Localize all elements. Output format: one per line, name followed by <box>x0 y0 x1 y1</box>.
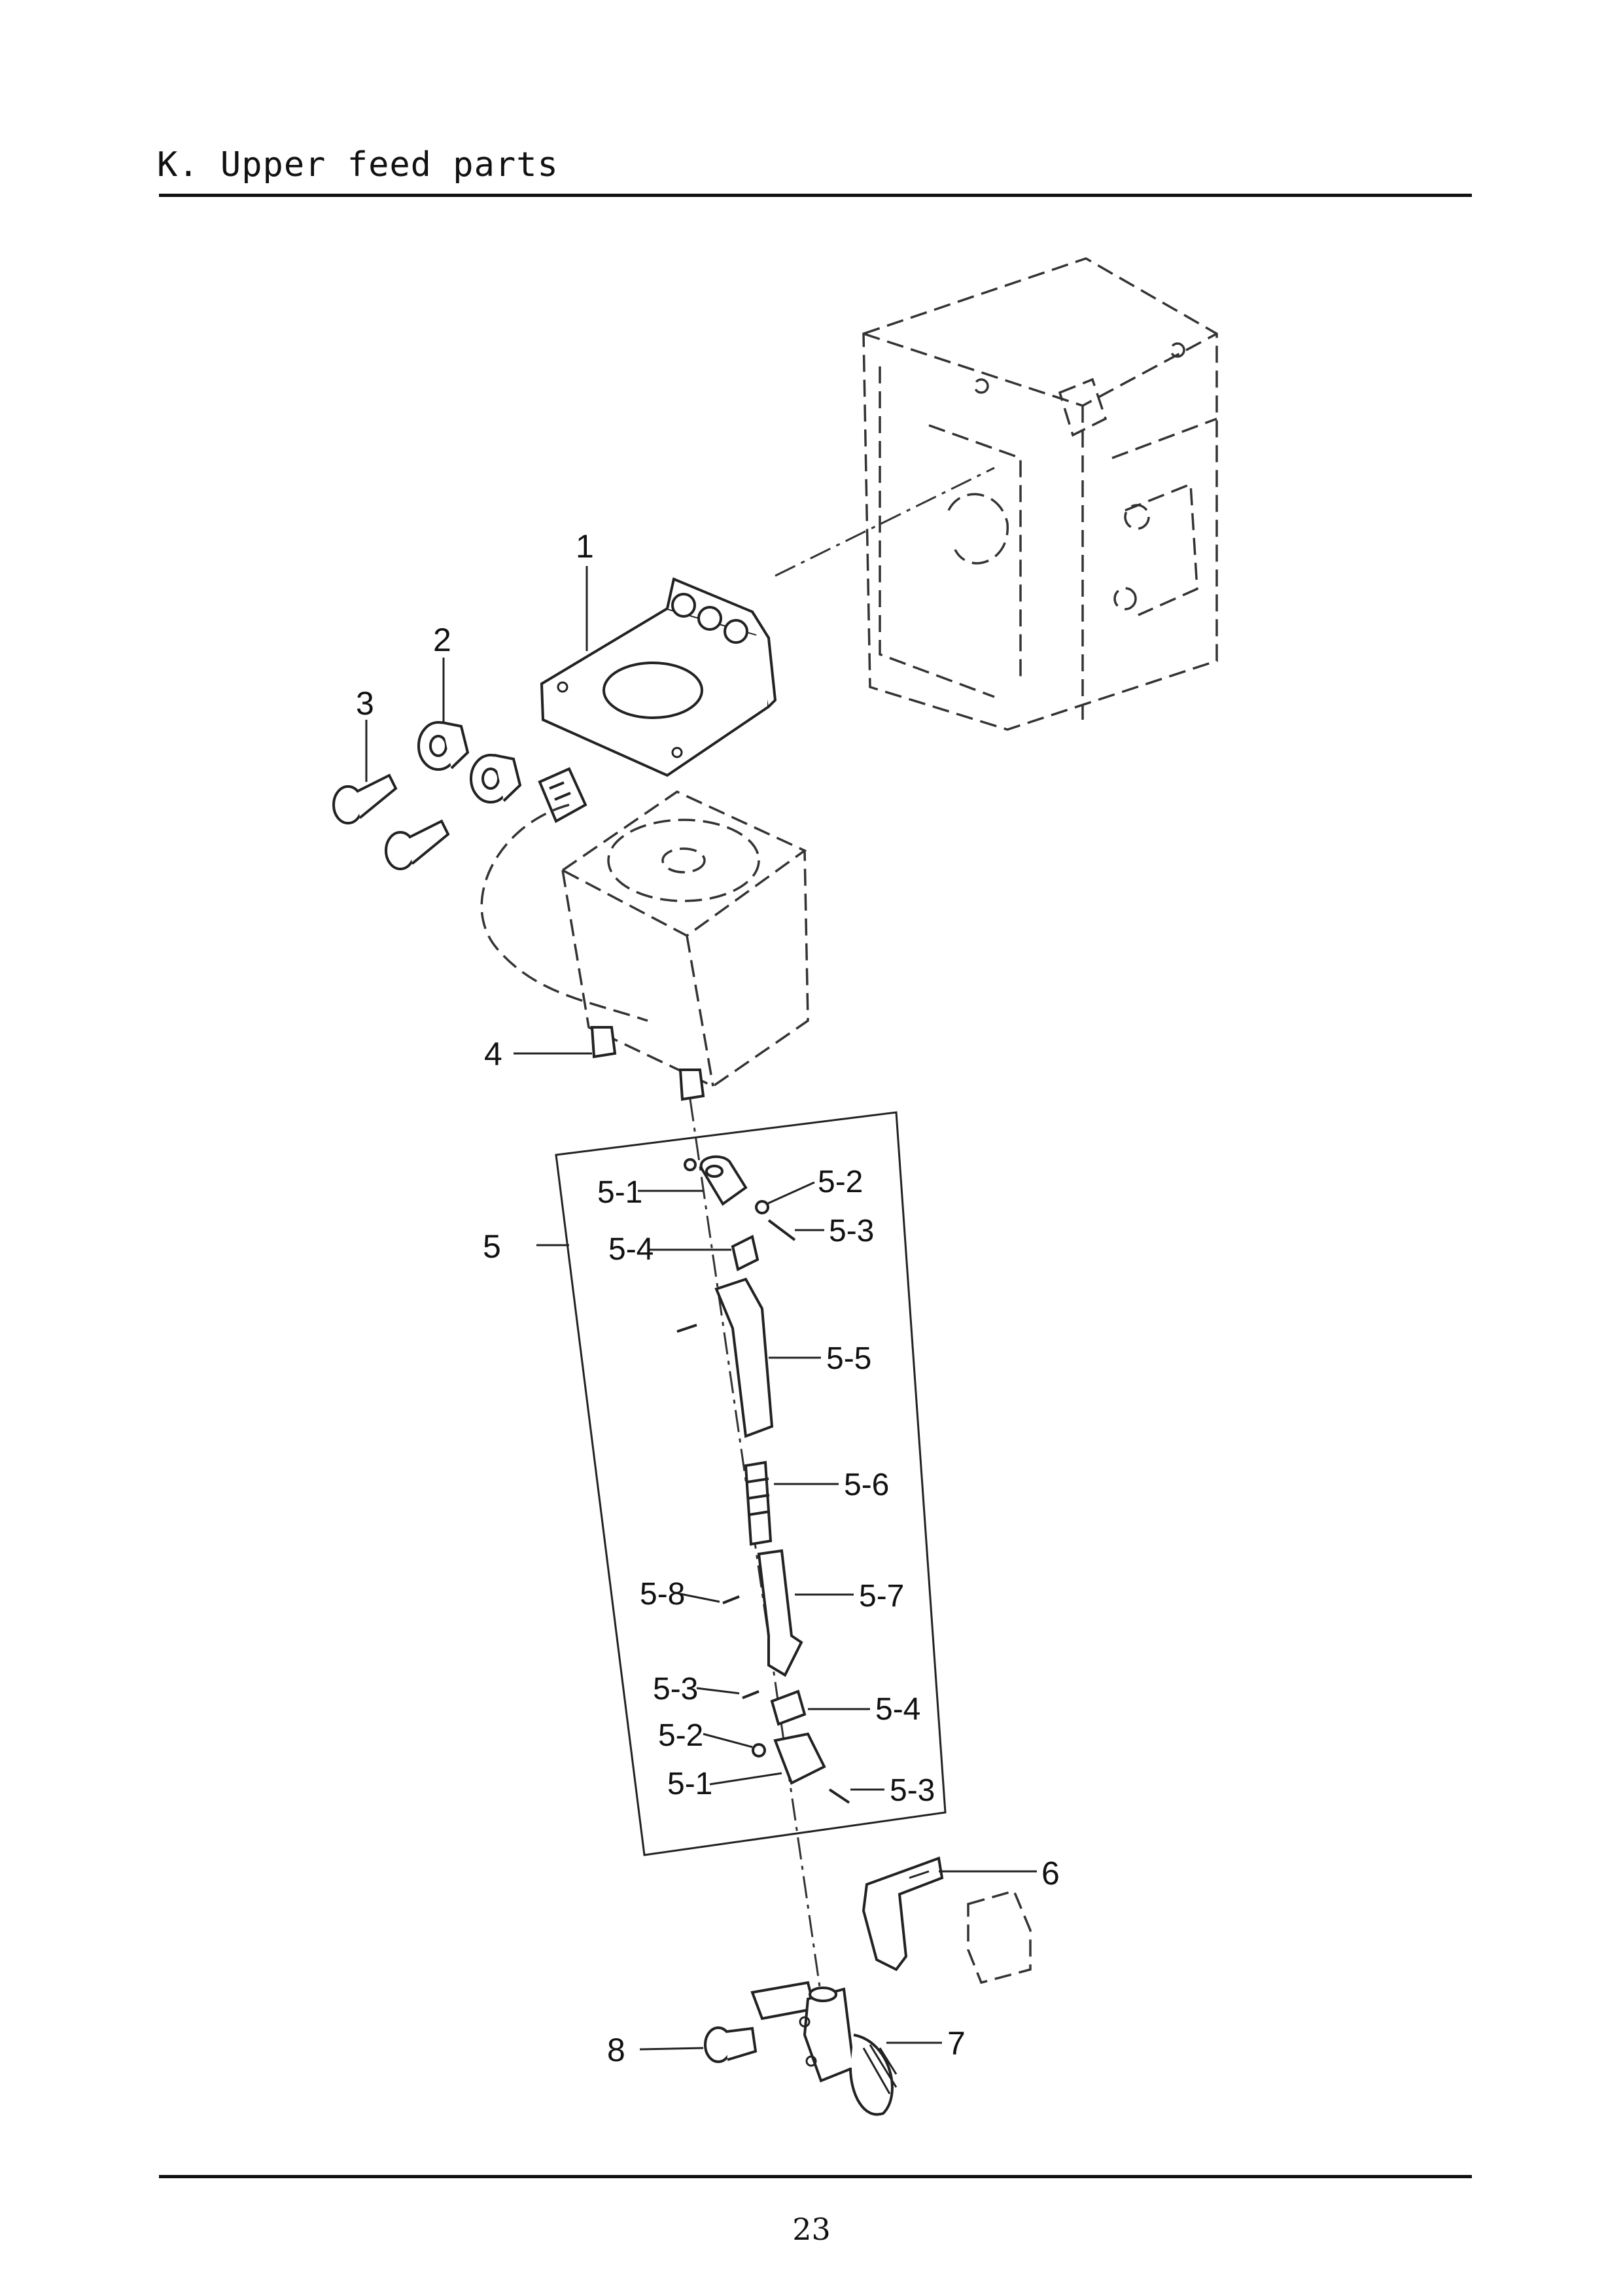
callout-5-1: 5-1 <box>597 1175 642 1210</box>
subassembly-components <box>676 1155 850 1804</box>
shaft-centerline <box>689 1099 822 1996</box>
leader-lines <box>365 566 1037 2051</box>
page-title: K. Upper feed parts <box>157 145 559 185</box>
callout-4: 4 <box>484 1036 502 1072</box>
callout-5-4-lower: 5-4 <box>875 1692 920 1727</box>
screw-parts <box>332 773 450 870</box>
motor-bracket <box>540 577 777 777</box>
callout-7: 7 <box>947 2025 966 2062</box>
callout-6: 6 <box>1041 1855 1060 1892</box>
subassembly-frame <box>555 1111 947 1856</box>
callout-5-2: 5-2 <box>818 1165 863 1199</box>
callout-5-3-bottom: 5-3 <box>890 1773 935 1808</box>
bracket-centerline <box>775 467 995 577</box>
connector <box>538 767 587 823</box>
callout-2: 2 <box>433 622 451 658</box>
callout-5-6: 5-6 <box>844 1468 889 1502</box>
footer-rule <box>159 2175 1472 2178</box>
presser-foot-part-7 <box>750 1981 898 2116</box>
header-rule <box>159 194 1472 197</box>
callout-3: 3 <box>356 685 374 722</box>
callout-5-3-lower: 5-3 <box>653 1672 698 1706</box>
bracket-part-6 <box>862 1856 1032 1985</box>
callout-5-3: 5-3 <box>829 1214 874 1248</box>
callout-8: 8 <box>607 2032 625 2068</box>
machine-body-outline <box>862 257 1218 731</box>
callout-5-2-lower: 5-2 <box>658 1718 703 1753</box>
callout-5-4: 5-4 <box>608 1232 654 1267</box>
page-number: 23 <box>792 2212 831 2247</box>
stepping-motor <box>480 790 809 1088</box>
callout-5-1-lower: 5-1 <box>667 1767 712 1801</box>
callout-5-8: 5-8 <box>640 1577 685 1612</box>
motor-screws <box>590 1026 705 1101</box>
callout-1: 1 <box>576 528 594 565</box>
callout-5: 5 <box>483 1228 501 1265</box>
screw-part-8 <box>704 2026 758 2063</box>
callout-5-7: 5-7 <box>859 1579 904 1614</box>
callout-5-5: 5-5 <box>826 1341 871 1376</box>
bushing-parts <box>417 721 522 804</box>
